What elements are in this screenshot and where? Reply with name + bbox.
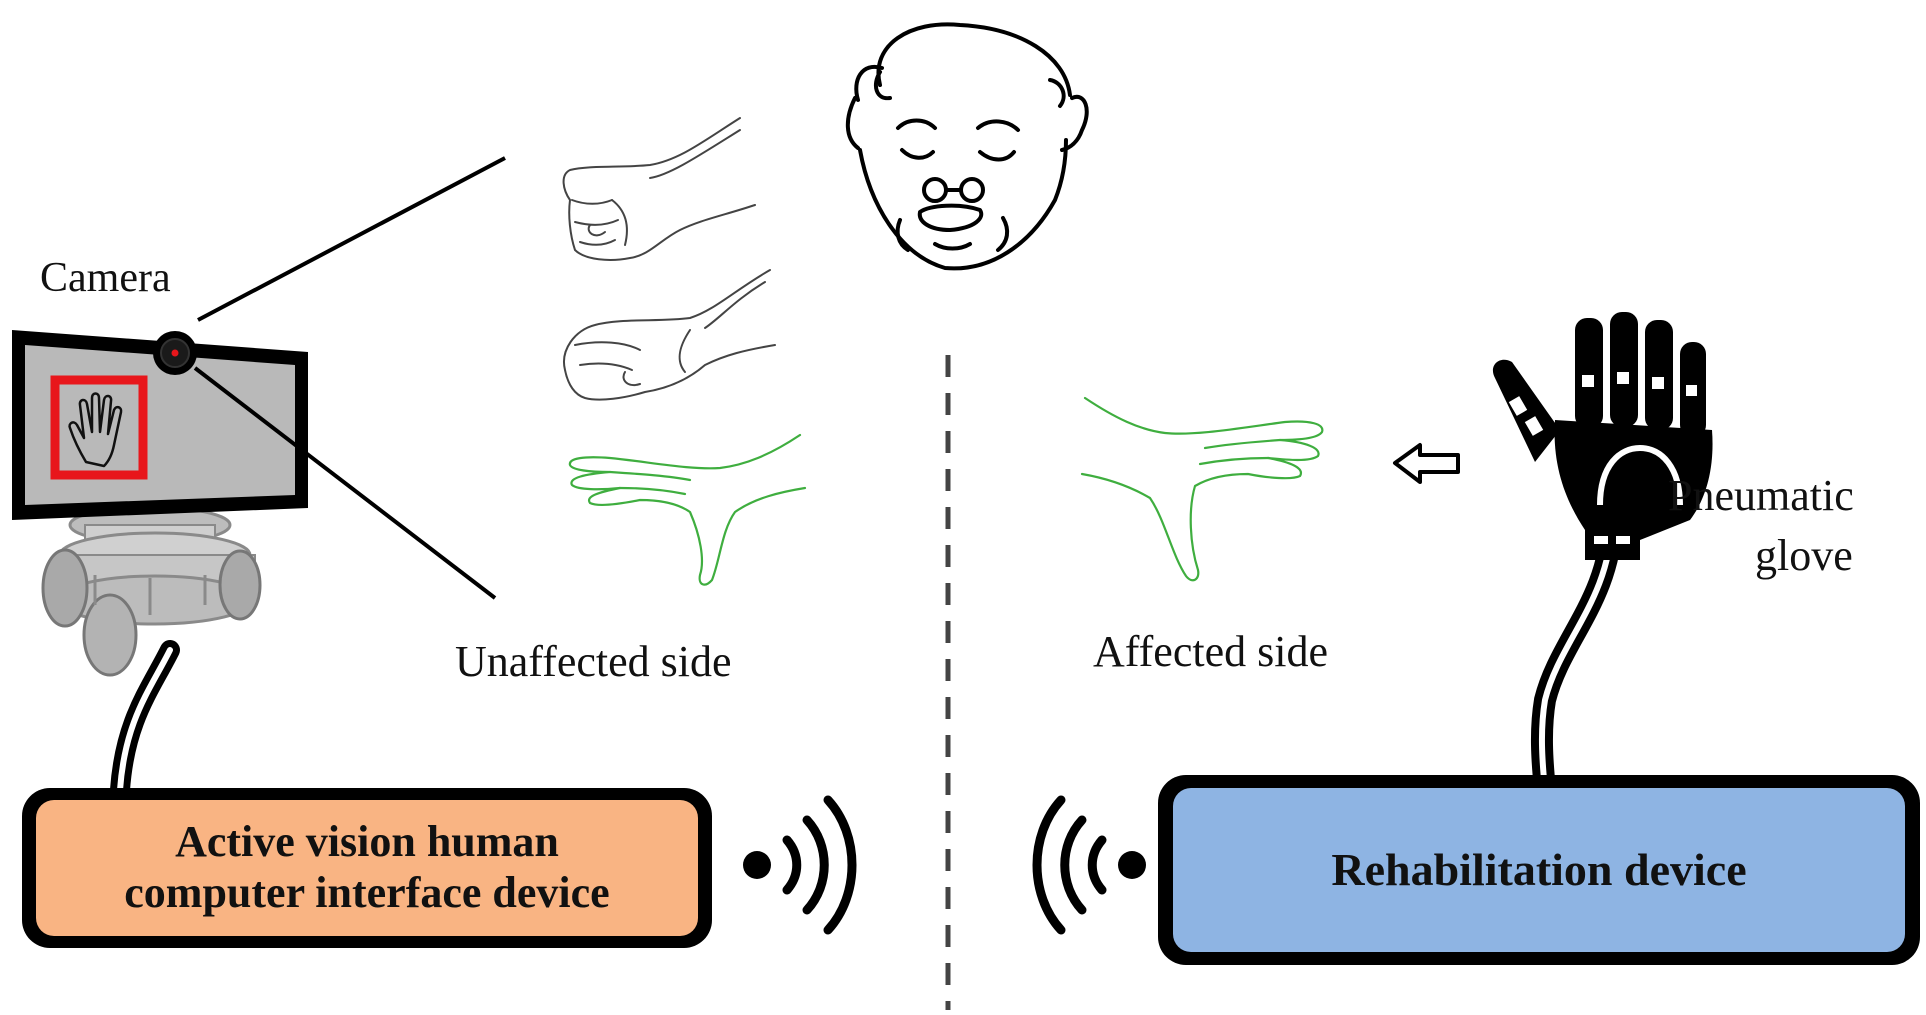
vision-device-box xyxy=(22,788,712,948)
vision-cable xyxy=(110,640,180,800)
rehab-device-title: Rehabilitation device xyxy=(1331,843,1747,895)
arrow-left-icon xyxy=(1393,443,1460,484)
camera-icon xyxy=(153,331,197,375)
affected-side-label: Affected side xyxy=(1093,627,1328,676)
vision-device-title: Active vision human computer interface d… xyxy=(36,800,698,936)
camera-view-line-bottom xyxy=(193,366,497,600)
pneumatic-glove-label-line1: Pneumatic xyxy=(1668,471,1854,520)
monitor-icon xyxy=(12,330,308,520)
vision-device-line2: computer interface device xyxy=(124,868,610,917)
rehab-device-box xyxy=(1158,775,1920,965)
pneumatic-glove-label-line2: glove xyxy=(1755,531,1853,580)
open-hand-screen-icon xyxy=(68,392,123,468)
camera-view-line-top xyxy=(197,156,506,322)
wireless-signal-icon xyxy=(743,795,857,935)
open-hand-icon xyxy=(568,433,807,586)
wireless-signal-rehab-icon xyxy=(1032,795,1146,935)
affected-open-hand-icon xyxy=(1080,396,1324,582)
hand-detection-frame xyxy=(50,375,148,480)
elderly-face-icon xyxy=(845,22,1089,271)
fist-hand-icon xyxy=(562,117,756,261)
vision-device-line1: Active vision human xyxy=(175,817,559,867)
pneumatic-glove-icon xyxy=(1492,312,1713,801)
unaffected-side-label: Unaffected side xyxy=(455,637,732,686)
pinch-hand-icon xyxy=(563,269,776,401)
robot-base-icon xyxy=(41,505,262,677)
camera-label: Camera xyxy=(40,255,171,301)
